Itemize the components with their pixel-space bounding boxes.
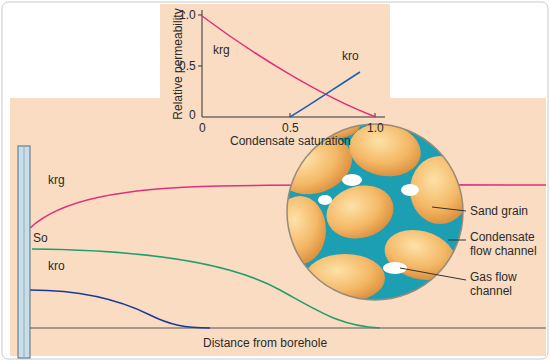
distance-axis <box>30 328 546 329</box>
axis-tick: 0 <box>189 108 196 122</box>
callout-label: Gas flow channel <box>470 270 546 298</box>
kro-curve <box>30 290 210 328</box>
axis-title: Condensate saturation <box>230 134 351 148</box>
curve-label: kro <box>48 259 65 273</box>
curve-label: krg <box>213 43 230 57</box>
callout-label: Condensate flow channel <box>470 230 546 258</box>
curve-label: krg <box>48 173 65 187</box>
kro-curve <box>290 72 360 117</box>
curve-label: kro <box>342 49 359 63</box>
axis-title: Distance from borehole <box>203 336 327 350</box>
rock-region <box>10 98 546 356</box>
inset-ground <box>160 4 390 98</box>
closeup-outline <box>287 124 463 300</box>
axis-tick: 0 <box>199 121 206 135</box>
inset-axes <box>198 10 385 117</box>
axis-tick: 0.5 <box>282 121 299 135</box>
callout-label: Sand grain <box>470 204 528 218</box>
borehole-core <box>24 146 25 358</box>
axis-tick: 1.0 <box>367 121 384 135</box>
curve-label: So <box>33 231 48 245</box>
axis-title: Relative permeability <box>171 8 185 119</box>
borehole <box>18 146 30 358</box>
leader-lines <box>400 207 466 280</box>
krg-curve <box>202 16 376 117</box>
